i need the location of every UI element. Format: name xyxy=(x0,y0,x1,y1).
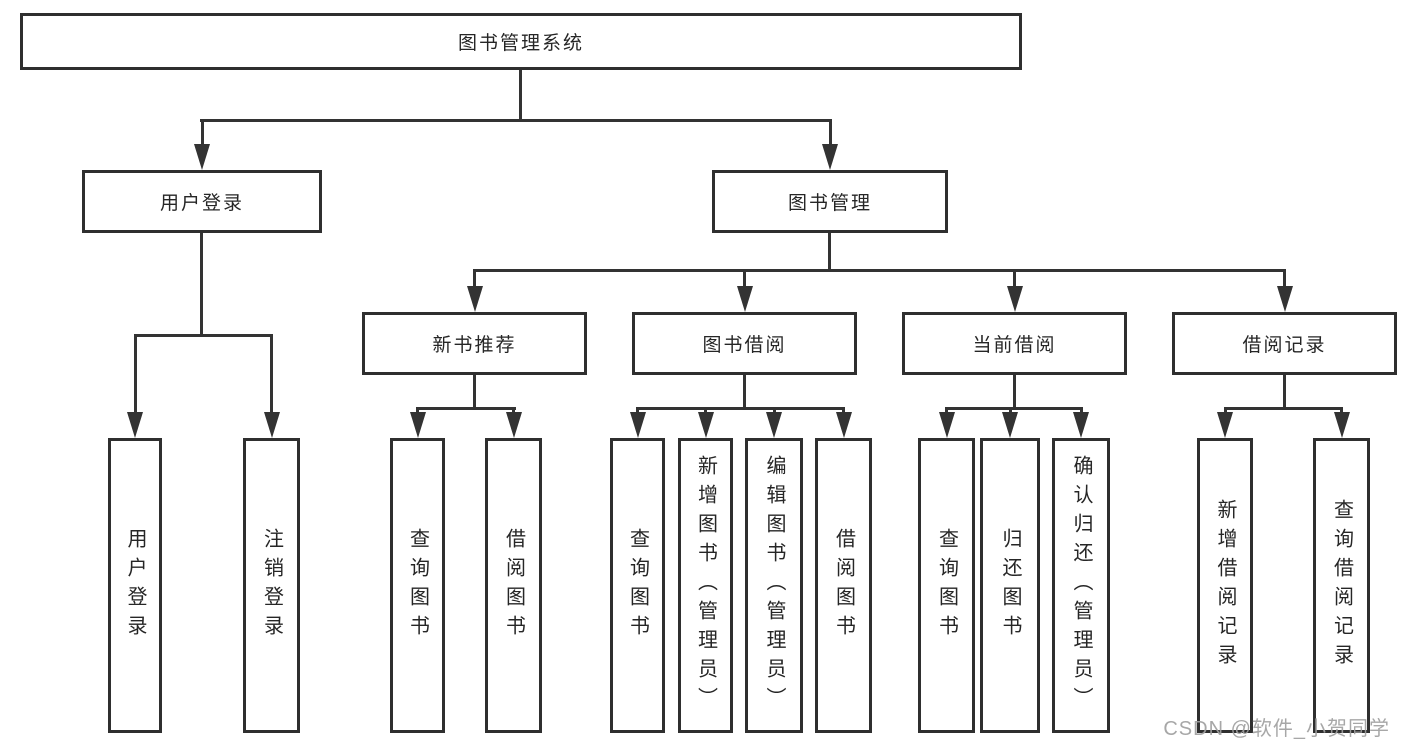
leaf-return-books: 归还图书 xyxy=(980,438,1040,733)
leaf-user-login: 用户登录 xyxy=(108,438,162,733)
node-root-label: 图书管理系统 xyxy=(457,33,584,54)
leaf-query-books-1-label: 查询图书 xyxy=(406,527,429,644)
node-borrow-records-label: 借阅记录 xyxy=(1242,335,1327,356)
arrow-to-new-book-recommend xyxy=(466,269,483,312)
leaf-query-borrow-record-label: 查询借阅记录 xyxy=(1330,498,1353,673)
node-book-management-label: 图书管理 xyxy=(787,193,872,214)
arrow-leaf-borrow-books-1 xyxy=(505,407,522,438)
connector-user-login-stem xyxy=(200,233,203,337)
leaf-query-books-3-label: 查询图书 xyxy=(935,527,958,644)
leaf-confirm-return-admin-label: 确认归还（管理员） xyxy=(1070,455,1092,716)
node-user-login-label: 用户登录 xyxy=(159,193,244,214)
arrow-leaf-confirm-return xyxy=(1073,407,1090,438)
node-book-management: 图书管理 xyxy=(712,170,948,233)
leaf-query-books-2: 查询图书 xyxy=(610,438,665,733)
arrow-leaf-query-books-2 xyxy=(629,407,646,438)
arrow-to-borrow-records xyxy=(1276,269,1293,312)
connector-book-borrow-splitter xyxy=(636,407,845,410)
node-user-login: 用户登录 xyxy=(82,170,322,233)
connector-level3-splitter xyxy=(473,269,1286,272)
arrow-leaf-query-books-3 xyxy=(938,407,955,438)
leaf-user-login-label: 用户登录 xyxy=(124,527,146,644)
leaf-return-books-label: 归还图书 xyxy=(999,527,1021,644)
leaf-borrow-books-2: 借阅图书 xyxy=(815,438,872,733)
node-root: 图书管理系统 xyxy=(20,13,1022,70)
arrow-leaf-borrow-books-2 xyxy=(835,407,852,438)
leaf-edit-books-admin: 编辑图书（管理员） xyxy=(745,438,803,733)
connector-borrow-records-stem xyxy=(1283,375,1286,410)
arrow-leaf-query-books-1 xyxy=(409,407,426,438)
node-book-borrow-label: 图书借阅 xyxy=(702,335,787,356)
leaf-add-books-admin: 新增图书（管理员） xyxy=(678,438,733,733)
leaf-confirm-return-admin: 确认归还（管理员） xyxy=(1052,438,1110,733)
leaf-logout-label: 注销登录 xyxy=(260,527,283,644)
connector-book-management-stem xyxy=(828,233,831,272)
arrow-leaf-add-books xyxy=(697,407,714,438)
arrow-leaf-add-borrow-record xyxy=(1217,407,1234,438)
connector-borrow-records-splitter xyxy=(1224,407,1343,410)
connector-current-borrow-splitter xyxy=(945,407,1083,410)
connector-root-stem xyxy=(519,70,522,122)
connector-new-book-recommend-splitter xyxy=(416,407,516,410)
leaf-query-books-3: 查询图书 xyxy=(918,438,975,733)
leaf-add-borrow-record-label: 新增借阅记录 xyxy=(1214,498,1236,673)
leaf-add-books-admin-label: 新增图书（管理员） xyxy=(694,455,717,716)
arrow-to-book-management xyxy=(822,119,839,170)
arrow-to-current-borrow xyxy=(1006,269,1023,312)
node-new-book-recommend: 新书推荐 xyxy=(362,312,587,375)
arrow-leaf-query-borrow-record xyxy=(1333,407,1350,438)
connector-new-book-recommend-stem xyxy=(473,375,476,410)
leaf-borrow-books-1: 借阅图书 xyxy=(485,438,542,733)
leaf-add-borrow-record: 新增借阅记录 xyxy=(1197,438,1253,733)
arrow-to-leaf-user-login xyxy=(127,334,144,438)
csdn-watermark: CSDN @软件_小贺同学 xyxy=(1163,718,1390,740)
leaf-query-books-2-label: 查询图书 xyxy=(626,527,649,644)
leaf-query-books-1: 查询图书 xyxy=(390,438,445,733)
arrow-to-book-borrow xyxy=(736,269,753,312)
arrow-leaf-return-books xyxy=(1002,407,1019,438)
arrow-to-leaf-logout xyxy=(263,334,280,438)
leaf-borrow-books-1-label: 借阅图书 xyxy=(502,527,525,644)
leaf-edit-books-admin-label: 编辑图书（管理员） xyxy=(763,455,785,716)
node-new-book-recommend-label: 新书推荐 xyxy=(432,335,517,356)
connector-current-borrow-stem xyxy=(1013,375,1016,410)
leaf-query-borrow-record: 查询借阅记录 xyxy=(1313,438,1370,733)
node-borrow-records: 借阅记录 xyxy=(1172,312,1397,375)
arrow-to-user-login xyxy=(194,119,211,170)
node-current-borrow-label: 当前借阅 xyxy=(972,335,1057,356)
arrow-leaf-edit-books xyxy=(766,407,783,438)
connector-book-borrow-stem xyxy=(743,375,746,410)
connector-level2-splitter xyxy=(200,119,832,122)
leaf-logout: 注销登录 xyxy=(243,438,300,733)
node-current-borrow: 当前借阅 xyxy=(902,312,1127,375)
node-book-borrow: 图书借阅 xyxy=(632,312,857,375)
leaf-borrow-books-2-label: 借阅图书 xyxy=(832,527,855,644)
connector-user-login-splitter xyxy=(134,334,273,337)
